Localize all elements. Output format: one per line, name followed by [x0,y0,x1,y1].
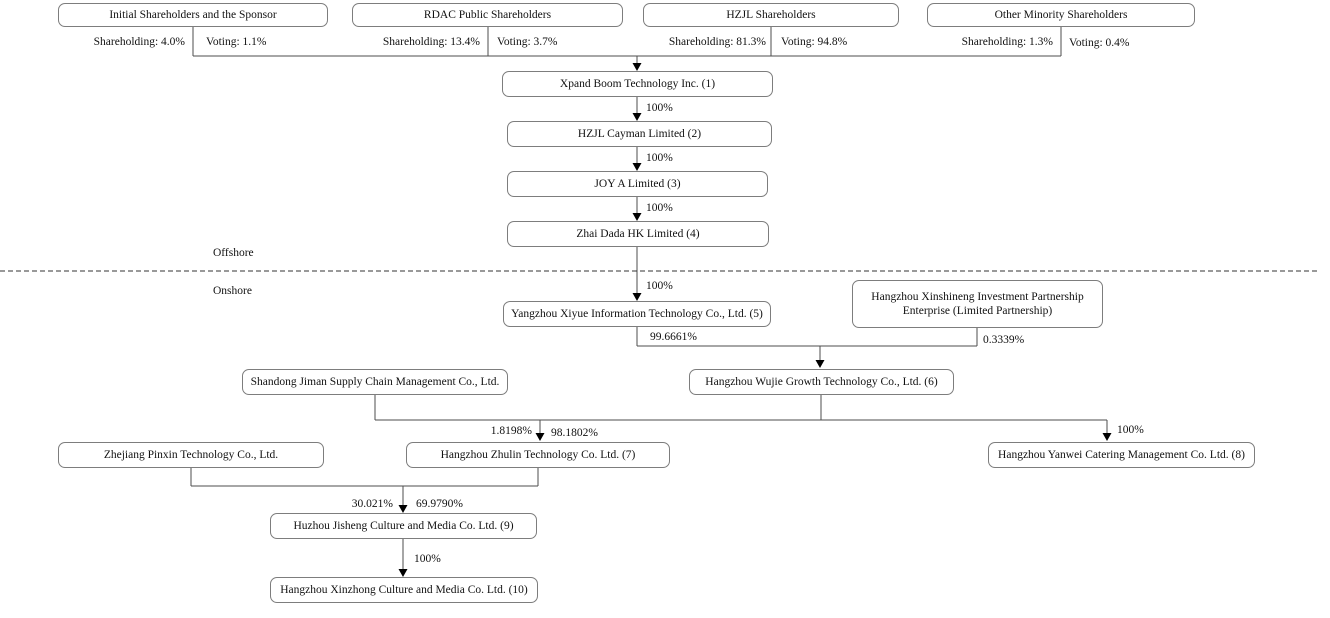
node-joy-a: JOY A Limited (3) [507,171,768,197]
node-yangzhou-xiyue: Yangzhou Xiyue Information Technology Co… [503,301,771,327]
node-other-minority-shareholders: Other Minority Shareholders [927,3,1195,27]
node-shandong-jiman: Shandong Jiman Supply Chain Management C… [242,369,508,395]
pct-xinshineng-to-wujie: 0.3339% [983,334,1025,346]
voting-label-initial: Voting: 1.1% [206,36,267,48]
onshore-label: Onshore [213,285,252,297]
node-hangzhou-xinzhong: Hangzhou Xinzhong Culture and Media Co. … [270,577,538,603]
shareholding-label-initial: Shareholding: 4.0% [93,36,185,48]
wire-shareholders-to-xpand [192,27,1062,64]
node-hangzhou-zhulin: Hangzhou Zhulin Technology Co. Ltd. (7) [406,442,670,468]
node-xinshineng-partnership: Hangzhou Xinshineng Investment Partnersh… [852,280,1103,328]
node-hangzhou-yanwei: Hangzhou Yanwei Catering Management Co. … [988,442,1255,468]
pct-xpand-to-cayman: 100% [646,102,673,114]
pct-shandong-to-zhulin: 1.8198% [490,425,532,437]
pct-joya-to-zhaidada: 100% [646,202,673,214]
pct-zhaidada-to-yangzhou: 100% [646,280,673,292]
node-xpand-boom: Xpand Boom Technology Inc. (1) [502,71,773,97]
pct-cayman-to-joya: 100% [646,152,673,164]
node-hzjl-cayman: HZJL Cayman Limited (2) [507,121,772,147]
shareholding-label-rdac: Shareholding: 13.4% [382,36,480,48]
node-huzhou-jisheng: Huzhou Jisheng Culture and Media Co. Ltd… [270,513,537,539]
wire-yangzhou-xinshineng-to-wujie [636,327,978,361]
offshore-label: Offshore [213,247,254,259]
pct-yangzhou-to-wujie: 99.6661% [650,331,697,343]
pct-pinxin-to-jisheng: 30.021% [351,498,393,510]
wire-pinxin-zhulin-to-jisheng [190,468,539,506]
shareholding-label-hzjl: Shareholding: 81.3% [668,36,766,48]
wire-shandong-wujie-to-zhulin-yanwei [374,395,1108,434]
node-hzjl-shareholders: HZJL Shareholders [643,3,899,27]
node-rdac-public-shareholders: RDAC Public Shareholders [352,3,623,27]
pct-wujie-to-yanwei: 100% [1117,424,1144,436]
pct-zhulin-to-jisheng: 69.9790% [416,498,463,510]
node-initial-shareholders: Initial Shareholders and the Sponsor [58,3,328,27]
shareholding-label-other: Shareholding: 1.3% [961,36,1053,48]
voting-label-hzjl: Voting: 94.8% [781,36,848,48]
pct-wujie-to-zhulin: 98.1802% [551,427,598,439]
pct-jisheng-to-xinzhong: 100% [414,553,441,565]
node-zhai-dada-hk: Zhai Dada HK Limited (4) [507,221,769,247]
voting-label-rdac: Voting: 3.7% [497,36,558,48]
node-zhejiang-pinxin: Zhejiang Pinxin Technology Co., Ltd. [58,442,324,468]
voting-label-other: Voting: 0.4% [1069,37,1130,49]
node-hangzhou-wujie: Hangzhou Wujie Growth Technology Co., Lt… [689,369,954,395]
arrowheads [398,63,1112,577]
